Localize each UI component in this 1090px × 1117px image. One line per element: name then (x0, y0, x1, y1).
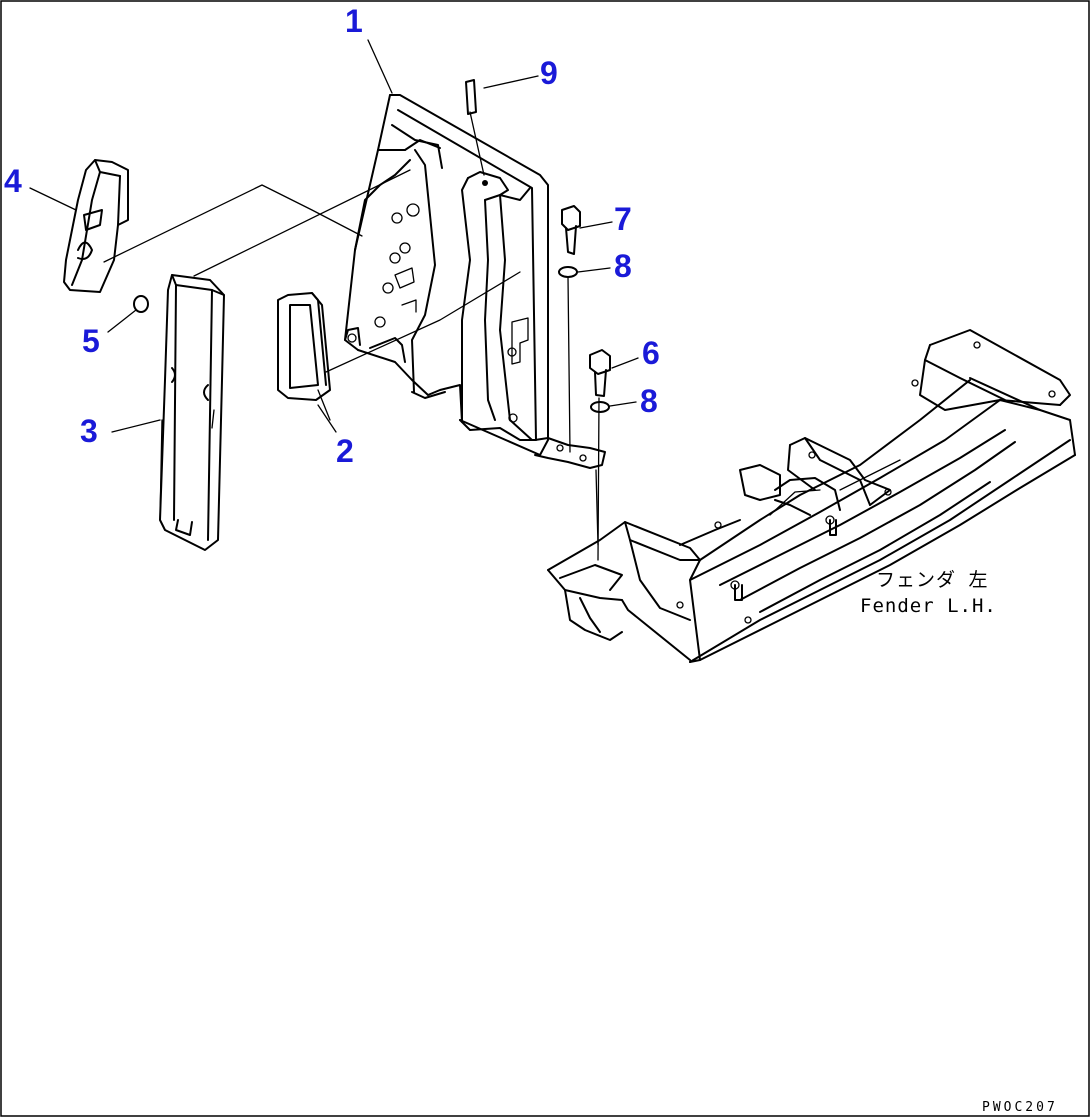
fender-label-jp: フェンダ 左 (876, 569, 988, 591)
callout-8-lower: 8 (640, 383, 658, 419)
part-5-plug (133, 295, 149, 313)
leader-8b (609, 401, 637, 407)
part-8-washer-lower (590, 401, 610, 413)
part-4-cap (63, 159, 129, 293)
fender-lh-frame (547, 329, 1076, 663)
leader-4 (29, 187, 77, 211)
callout-3: 3 (80, 413, 98, 449)
part-1-bracket (344, 94, 606, 469)
fender-label-en: Fender L.H. (860, 595, 997, 617)
leader-9 (483, 75, 539, 89)
callout-2: 2 (336, 433, 354, 469)
callout-1: 1 (345, 3, 363, 39)
drawing-code: PWOC207 (982, 1100, 1058, 1115)
leader-3 (111, 419, 161, 433)
callout-8-upper: 8 (614, 248, 632, 284)
leader-6 (611, 357, 639, 369)
callout-9: 9 (540, 55, 558, 91)
callout-4: 4 (4, 163, 22, 199)
part-3-long-cover (159, 274, 225, 551)
callout-leaders (29, 39, 639, 433)
part-9-pin (465, 79, 485, 176)
part-7-bolt (561, 205, 581, 255)
assembly-lines (103, 169, 599, 546)
leader-1 (367, 39, 393, 94)
callout-6: 6 (642, 335, 660, 371)
callout-7: 7 (614, 201, 632, 237)
leader-2 (317, 404, 337, 433)
leader-7 (579, 221, 613, 229)
callout-5: 5 (82, 323, 100, 359)
leader-5 (107, 309, 137, 333)
part-6-bolt (589, 349, 611, 561)
part-2-pad (277, 292, 331, 401)
leader-8a (577, 267, 611, 273)
part-8-washer-upper (558, 266, 578, 453)
